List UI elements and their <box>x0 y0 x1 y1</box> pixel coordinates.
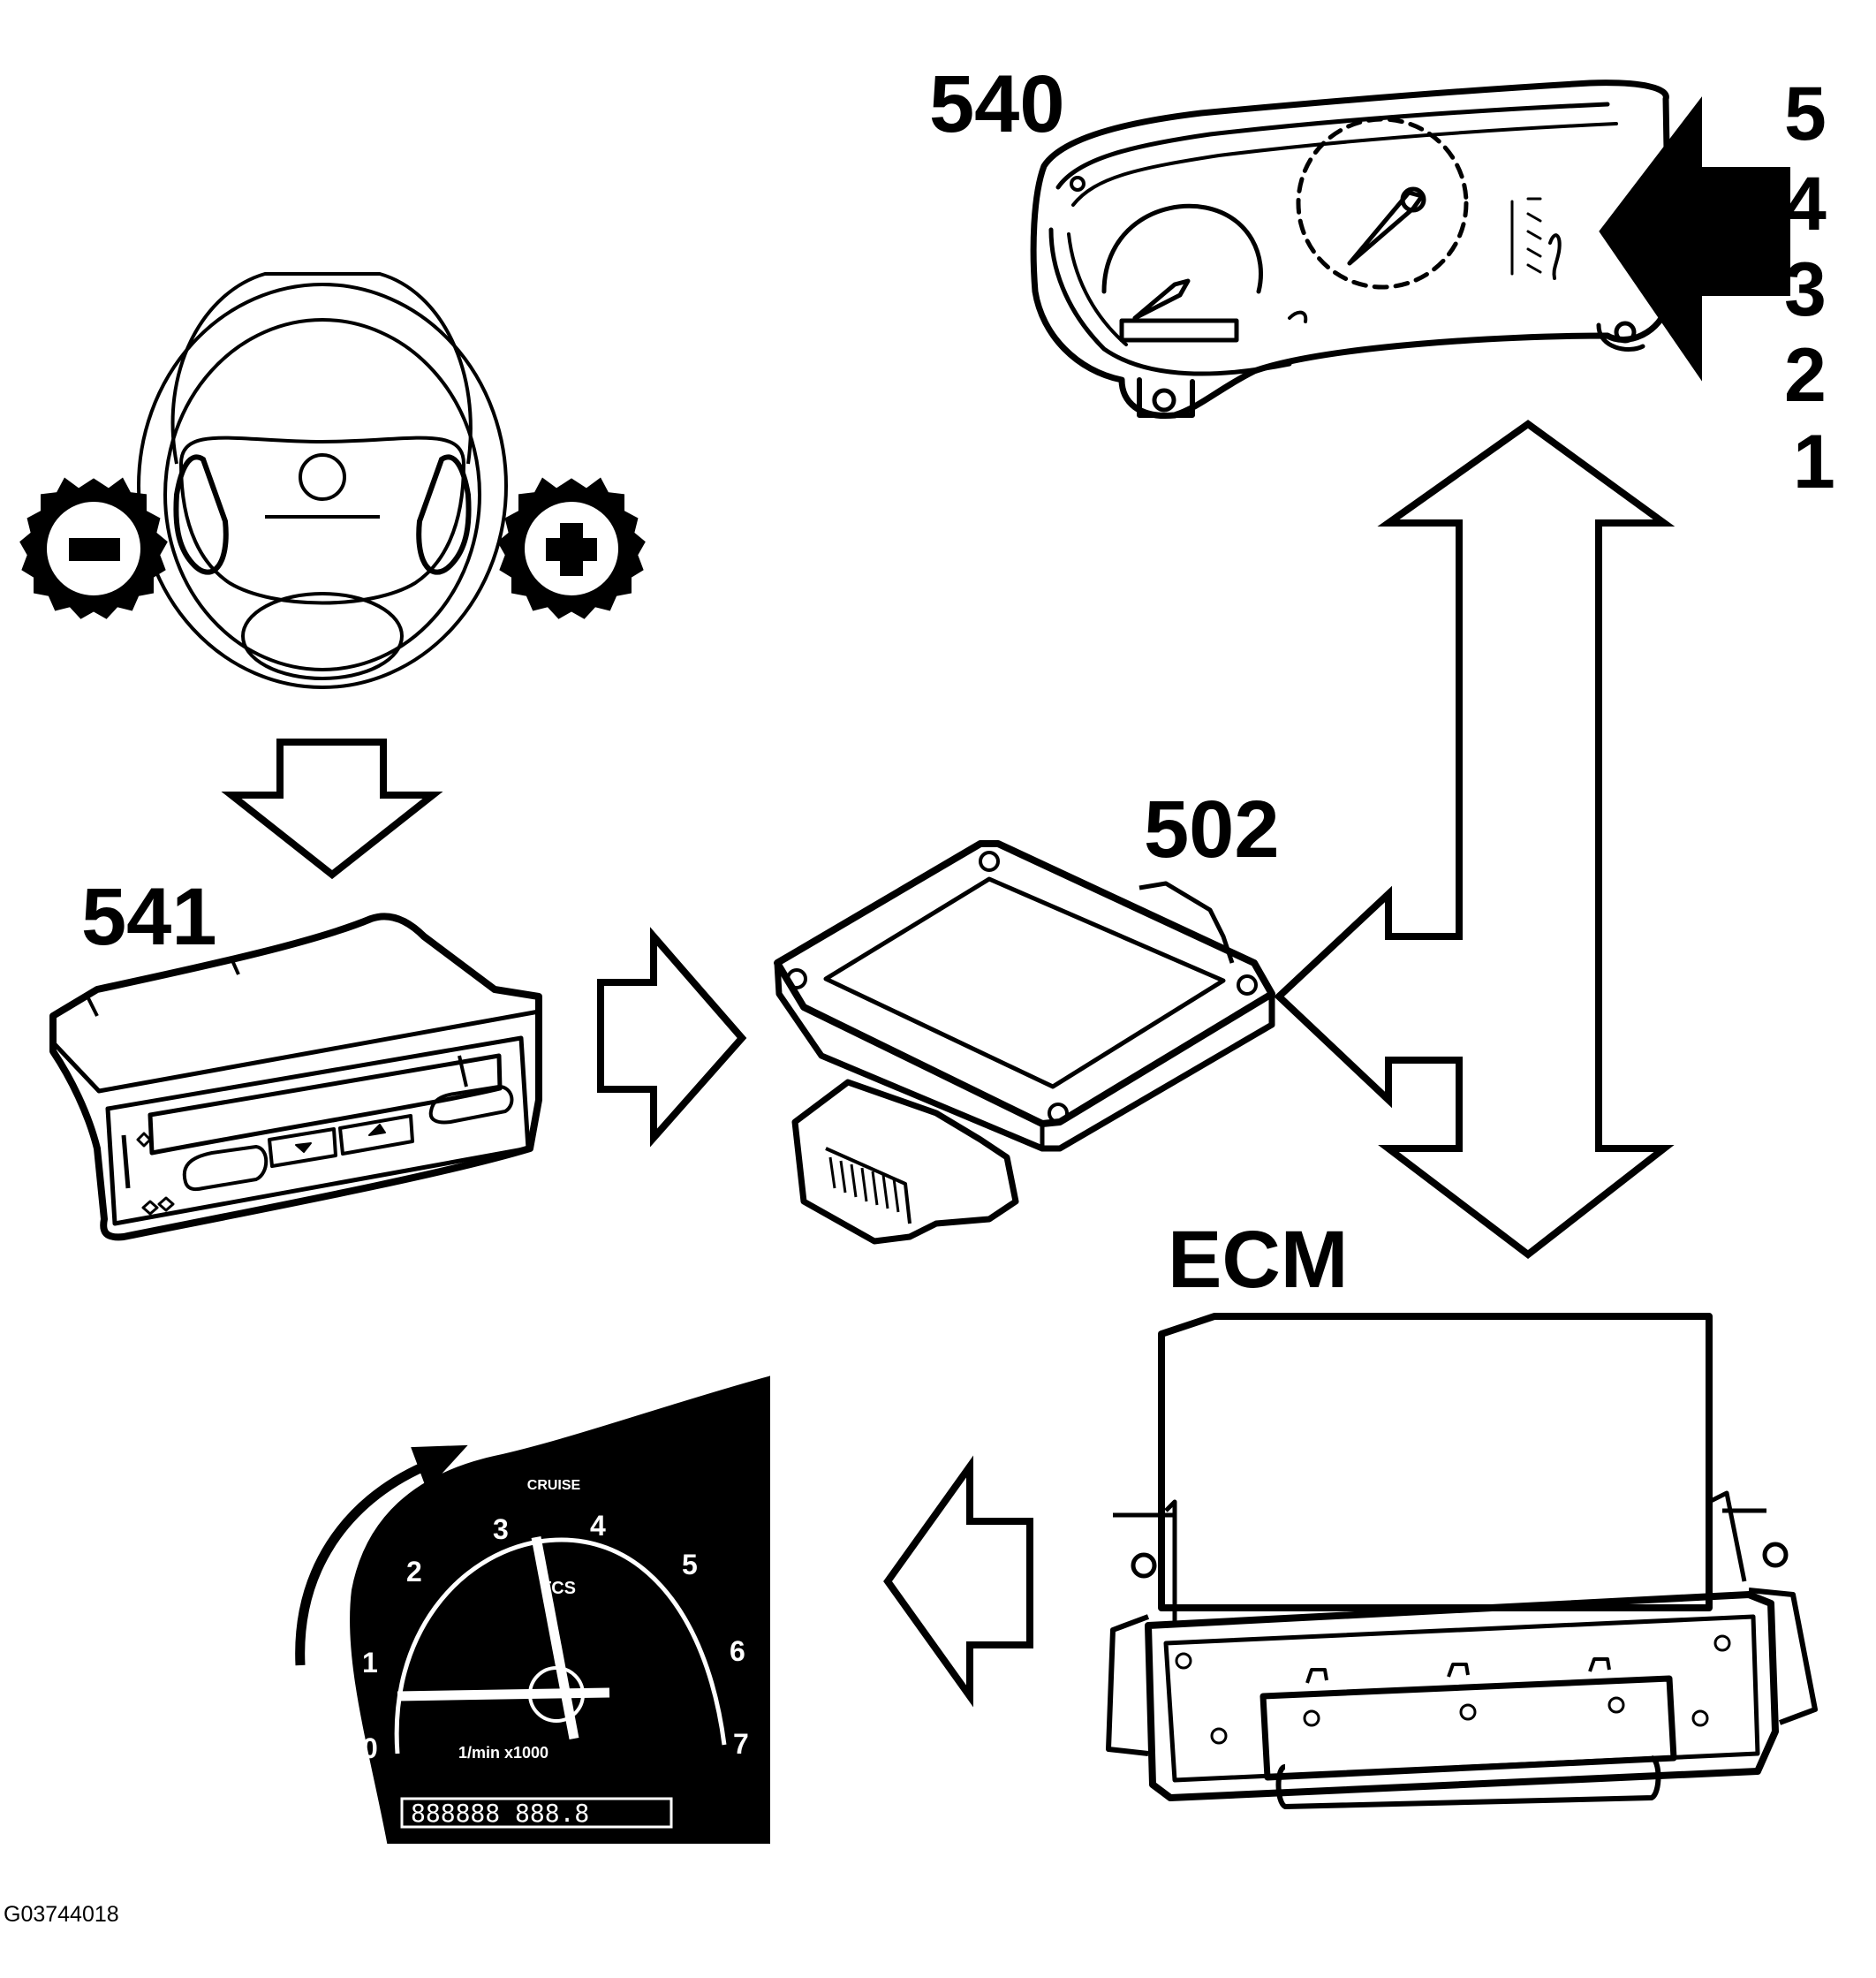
tach-needle-hub <box>528 1666 585 1723</box>
sid-up-button[interactable] <box>338 1114 414 1156</box>
left-gauge-needle <box>1132 278 1191 321</box>
sid-night-panel-button[interactable] <box>428 1085 514 1125</box>
label-540: 540 <box>929 59 1065 149</box>
ecm-unit <box>1106 1313 1818 1809</box>
rpm-increase-arrow <box>295 1461 427 1666</box>
arrow-541-to-502 <box>597 927 747 1148</box>
sid-front-panel <box>105 1035 531 1226</box>
gear-number-5: 5 <box>1784 72 1827 156</box>
tachometer-black-face <box>350 1376 770 1844</box>
sid-module-541 <box>49 913 542 1241</box>
tachometer-needle <box>397 1535 610 1740</box>
left-gauge-bezel <box>1101 203 1263 294</box>
tach-needle-short <box>397 1687 610 1701</box>
tach-scale-label: 3 <box>493 1513 509 1545</box>
tach-scale-label: 2 <box>406 1556 422 1588</box>
label-ecm: ECM <box>1168 1215 1349 1305</box>
sid-clear-button[interactable] <box>182 1145 269 1192</box>
gear-number-4: 4 <box>1784 162 1827 246</box>
ecm-connector <box>1259 1675 1677 1781</box>
tach-unit-label: 1/min x1000 <box>458 1744 548 1762</box>
speedometer-dial <box>1296 117 1469 290</box>
gear-number-3: 3 <box>1784 247 1827 332</box>
steering-wheel-rim-inner <box>163 318 481 671</box>
bus-arrow-cluster-ecm-502 <box>1274 420 1676 1260</box>
plus-sign-vertical <box>560 523 583 576</box>
steering-wheel-hub <box>178 436 466 605</box>
sid-display-window <box>148 1053 503 1156</box>
control-module-502 <box>774 840 1275 1245</box>
tach-scale-label: 1 <box>362 1647 378 1679</box>
cluster-outer-housing <box>1030 80 1673 420</box>
plus-button[interactable] <box>497 477 646 619</box>
hub-emblem <box>299 453 346 501</box>
tach-needle-long <box>531 1535 579 1740</box>
tach-odometer: 888888 888.8 <box>411 1799 589 1828</box>
tach-scale-label: 6 <box>730 1635 745 1667</box>
speedometer-needle <box>1347 190 1425 266</box>
tach-scale-label: 4 <box>590 1510 606 1542</box>
sid-down-button[interactable] <box>268 1127 337 1168</box>
horn-pad <box>241 592 404 680</box>
tach-scale-label: 7 <box>733 1728 749 1760</box>
instrument-cluster-540 <box>1030 80 1673 420</box>
minus-sign <box>69 538 120 561</box>
steering-wheel-rim-outer <box>137 283 508 689</box>
tach-scale-label: 0 <box>362 1732 378 1764</box>
minus-button[interactable] <box>19 477 168 619</box>
ecm-housing-top <box>1158 1313 1713 1611</box>
sid-housing <box>49 913 542 1241</box>
gear-indicator-strip <box>1510 197 1562 280</box>
connector-pins <box>828 1156 900 1213</box>
tach-cruise-label: CRUISE <box>527 1478 581 1493</box>
gear-number-2: 2 <box>1784 333 1827 418</box>
label-502: 502 <box>1144 784 1280 875</box>
steering-wheel <box>137 272 508 689</box>
gear-display-arrow <box>1599 96 1790 382</box>
gear-number-1: 1 <box>1793 420 1835 504</box>
arrow-wheel-to-541 <box>221 739 443 880</box>
tach-scale-label: 5 <box>682 1549 698 1580</box>
label-541: 541 <box>81 872 217 962</box>
figure-id: G03744018 <box>4 1902 119 1927</box>
ecm-front-face <box>1145 1591 1779 1801</box>
arrow-ecm-to-tachometer <box>883 1455 1033 1708</box>
module-connector <box>791 1079 1019 1245</box>
tachometer-odometer-frame <box>400 1797 673 1829</box>
